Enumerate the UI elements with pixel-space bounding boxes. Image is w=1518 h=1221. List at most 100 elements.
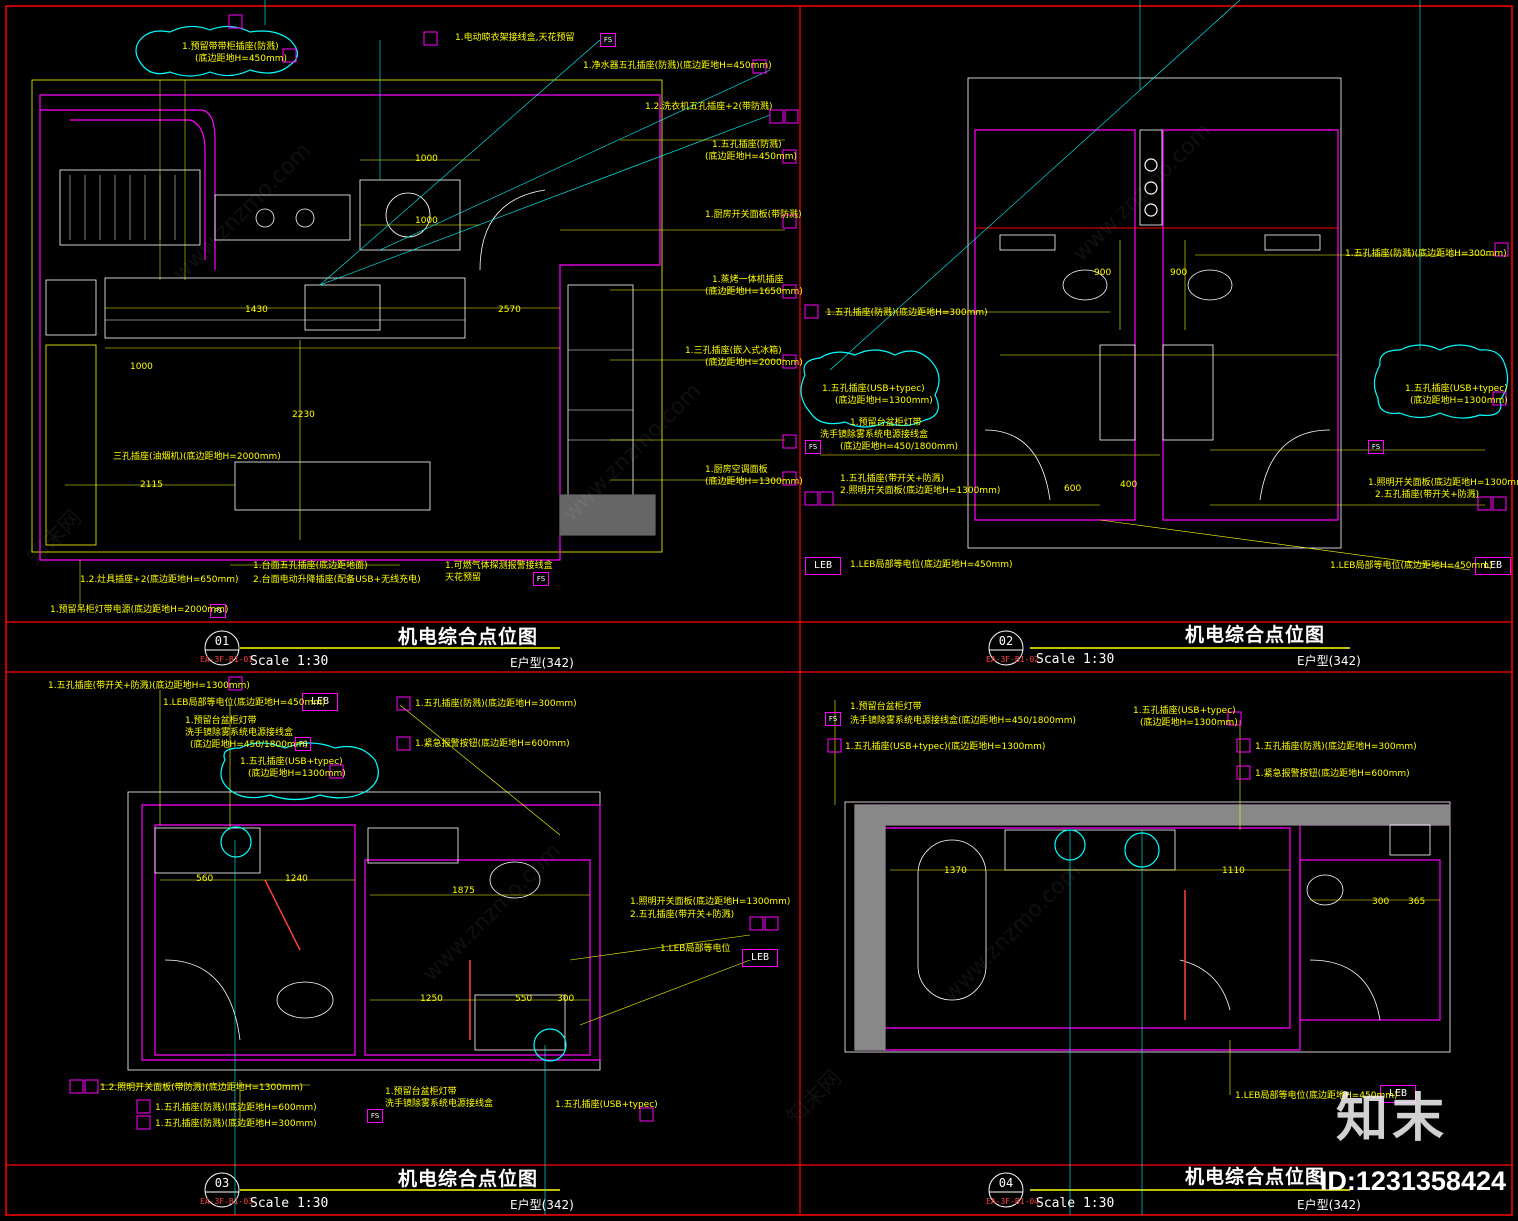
annotation: 洗手镜除雾系统电源接线盒 (185, 728, 294, 738)
drawing-scale: Scale 1:30 (250, 1196, 329, 1211)
fs-tag: FS (805, 440, 821, 454)
annotation: 1.五孔插座(带开关+防溅) (840, 474, 945, 484)
unit-type: E户型(342) (510, 656, 574, 670)
dimension: 1875 (452, 886, 475, 896)
annotation: 1.预留台盆柜灯带 (385, 1087, 457, 1097)
annotation: 2.照明开关面板(底边距地H=1300mm) (840, 486, 1001, 496)
annotation: 1.五孔插座(防溅)(底边距地H=600mm) (155, 1103, 317, 1113)
drawing-number: 03 (214, 1176, 230, 1190)
annotation: 1.紧急报警按钮(底边距地H=600mm) (415, 739, 570, 749)
annotation: 1.五孔插座(USB+typec) (1405, 384, 1508, 394)
annotation: 1.净水器五孔插座(防溅)(底边距地H=450mm) (583, 61, 772, 71)
fs-tag: FS (600, 33, 616, 47)
annotation: 1.五孔插座(USB+typec) (240, 757, 343, 767)
drawing-title: 机电综合点位图 (398, 1168, 539, 1190)
drawing-scale: Scale 1:30 (1036, 1196, 1115, 1211)
unit-type: E户型(342) (510, 1198, 574, 1212)
dimension: 1250 (420, 994, 443, 1004)
annotation: (底边距地H=1300mm) (835, 396, 933, 406)
annotation: 1.五孔插座(防溅)(底边距地H=300mm) (155, 1119, 317, 1129)
annotation: 洗手镜除雾系统电源接线盒 (385, 1099, 494, 1109)
dimension: 2115 (140, 480, 163, 490)
annotation: 1.2.洗衣机五孔插座+2(带防溅) (645, 102, 773, 112)
annotation: 1.五孔插座(USB+typec) (555, 1100, 658, 1110)
annotation: 1.预留台盆柜灯带 (850, 702, 922, 712)
panel-02-plan (800, 0, 1509, 571)
annotation: 2.台面电动升降插座(配备USB+无线充电) (253, 575, 421, 585)
dimension: 1000 (130, 362, 153, 372)
fs-tag: FS (533, 572, 549, 586)
annotation: 1.厨房空调面板 (705, 465, 768, 475)
drawing-code: EA-3F-B1-02 (986, 655, 1039, 664)
annotation: (底边距地H=1650mm) (705, 287, 803, 297)
annotation: 1.LEB局部等电位 (660, 944, 731, 954)
dimension: 1240 (285, 874, 308, 884)
annotation: 1.照明开关面板(底边距地H=1300mm) (1368, 478, 1518, 488)
dimension: 1000 (415, 154, 438, 164)
annotation: 1.照明开关面板(底边距地H=1300mm) (630, 897, 791, 907)
annotation: 1.2.灶具插座+2(底边距地H=650mm) (80, 575, 239, 585)
annotation: 1.LEB局部等电位(底边距地H=450mm) (1235, 1091, 1398, 1101)
dimension: 1430 (245, 305, 268, 315)
annotation: 1.LEB局部等电位(底边距地H=450mm) (1330, 561, 1493, 571)
annotation: 1.五孔插座(USB+typec)(底边距地H=1300mm) (845, 742, 1046, 752)
annotation: 2.五孔插座(带开关+防溅) (630, 910, 735, 920)
annotation: 天花预留 (445, 573, 482, 583)
annotation: 1.预留吊柜灯带电源(底边距地H=2000mm) (50, 605, 229, 615)
annotation: 1.五孔插座(防溅)(底边距地H=300mm) (415, 699, 577, 709)
leb-tag: LEB (302, 693, 338, 711)
dimension: 600 (1064, 484, 1082, 494)
fs-tag: FS (367, 1109, 383, 1123)
drawing-scale: Scale 1:30 (250, 654, 329, 669)
dimension: 400 (1120, 480, 1138, 490)
annotation: 1.五孔插座(防溅)(底边距地H=300mm) (1255, 742, 1417, 752)
dimension: 900 (1094, 268, 1112, 278)
leb-tag: LEB (1475, 557, 1511, 575)
annotation: 1.LEB局部等电位(底边距地H=450mm) (163, 698, 326, 708)
dimension: 300 (557, 994, 575, 1004)
watermark-id: ID:1231358424 (1319, 1166, 1506, 1196)
annotation: 洗手镜除雾系统电源接线盒(底边距地H=450/1800mm) (850, 716, 1076, 726)
annotation: 1.预留台盆柜灯带 (185, 716, 257, 726)
dimension: 1370 (944, 866, 967, 876)
dimension: 550 (515, 994, 533, 1004)
fs-tag: FS (210, 604, 226, 618)
unit-type: E户型(342) (1297, 654, 1361, 668)
annotation: (底边距地H=1300mm) (705, 477, 803, 487)
dimension: 2570 (498, 305, 521, 315)
annotation: (底边距地H=2000mm) (705, 358, 803, 368)
annotation: 1.预留台盆柜灯带 (850, 418, 922, 428)
annotation: 1.电动晾衣架接线盒,天花预留 (455, 33, 575, 43)
annotation: 1.2.照明开关面板(带防溅)(底边距地H=1300mm) (100, 1083, 303, 1093)
dimension: 1110 (1222, 866, 1245, 876)
drawing-title: 机电综合点位图 (398, 626, 539, 648)
annotation: (底边距地H=1300mm) (248, 769, 346, 779)
fs-tag: FS (1368, 440, 1384, 454)
drawing-number: 04 (998, 1176, 1014, 1190)
panel-04-plan (834, 700, 1451, 1215)
annotation: (底边距地H=450mm) (195, 54, 288, 64)
drawing-number: 02 (998, 634, 1014, 648)
annotation: 1.LEB局部等电位(底边距地H=450mm) (850, 560, 1013, 570)
drawing-code: EA-3F-B1-01 (200, 655, 253, 664)
leb-tag: LEB (742, 949, 778, 967)
panel-03-plan (100, 690, 751, 1215)
annotation: 1.三孔插座(嵌入式冰箱) (685, 346, 782, 356)
annotation: 1.蒸烤一体机插座 (712, 275, 784, 285)
annotation: 2.五孔插座(带开关+防溅) (1375, 490, 1480, 500)
annotation: 洗手镜除雾系统电源接线盒 (820, 430, 929, 440)
dimension: 560 (196, 874, 214, 884)
annotation: (底边距地H=450/1800mm) (190, 740, 308, 750)
drawing-title: 机电综合点位图 (1185, 624, 1326, 646)
annotation: (底边距地H=1300mm) (1140, 718, 1238, 728)
drawing-title: 机电综合点位图 (1185, 1166, 1326, 1188)
annotation: 1.五孔插座(防溅)(底边距地H=300mm) (1345, 249, 1507, 259)
annotation: 1.五孔插座(带开关+防溅)(底边距地H=1300mm) (48, 681, 250, 691)
fs-tag: FS (825, 712, 841, 726)
annotation: 1.台面五孔插座(底边距地面) (253, 561, 368, 571)
drawing-code: EA-3F-B1-03 (200, 1197, 253, 1206)
dimension: 365 (1408, 897, 1426, 907)
unit-type: E户型(342) (1297, 1198, 1361, 1212)
leb-tag: LEB (1380, 1085, 1416, 1103)
